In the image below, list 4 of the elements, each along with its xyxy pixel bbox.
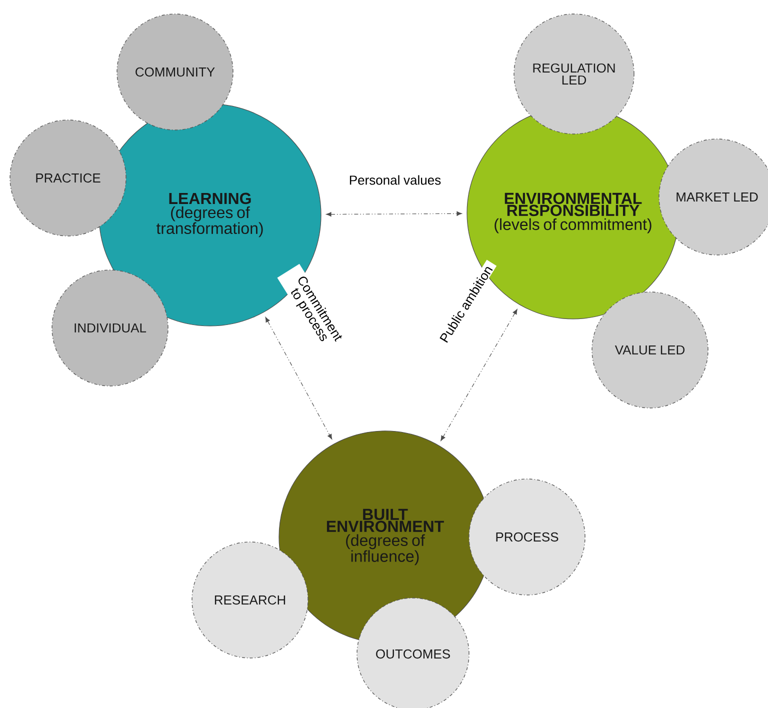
edge-label: Personal values: [346, 174, 444, 186]
arrow: [326, 211, 462, 217]
arrow: [440, 309, 518, 441]
arrow: [265, 316, 332, 440]
